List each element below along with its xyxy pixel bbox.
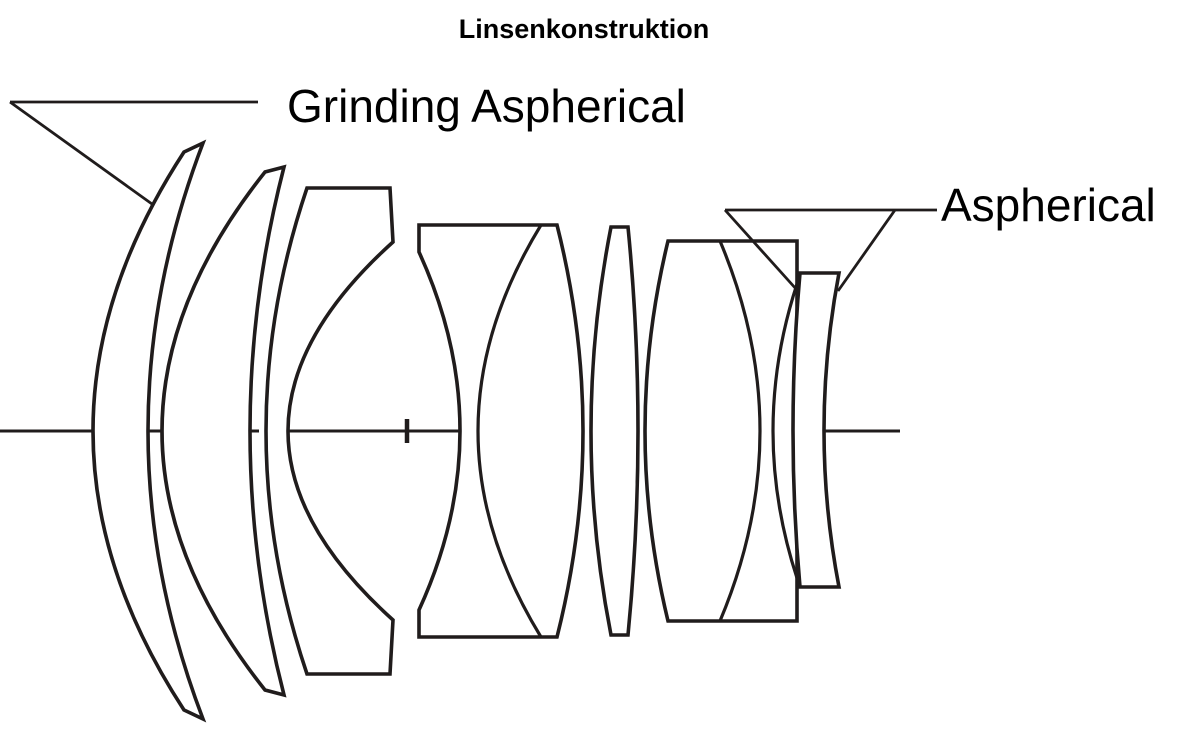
element-9-rear-meniscus <box>791 271 842 589</box>
element-8-rear-concave-surface <box>771 283 799 579</box>
label-grinding-aspherical: Grinding Aspherical <box>287 80 686 132</box>
lens-elements <box>91 139 842 723</box>
grinding-aspherical-pointer-line <box>9 100 153 206</box>
aspherical-pointer-line-right <box>836 209 897 292</box>
element-4-5-cement-surface <box>476 224 543 638</box>
page-title: Linsenkonstruktion <box>459 14 710 44</box>
aspherical-pointer-line-left <box>723 209 799 291</box>
element-3-meniscus <box>264 186 395 676</box>
element-2-meniscus <box>160 164 287 698</box>
element-1-front-meniscus <box>91 139 207 723</box>
leader-lines <box>9 100 937 292</box>
element-6-biconvex <box>589 225 640 637</box>
element-7-8-cemented-doublet <box>643 239 799 623</box>
element-4-5-cemented-doublet <box>417 223 585 639</box>
element-7-8-cement-surface <box>718 240 762 622</box>
label-aspherical: Aspherical <box>941 179 1156 231</box>
